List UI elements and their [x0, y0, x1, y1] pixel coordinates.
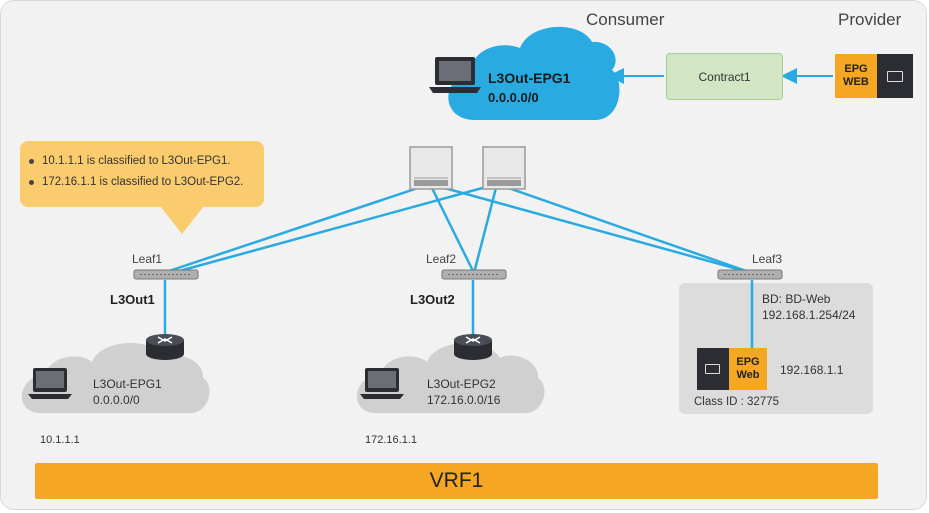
- web-epg-icon: EPG Web: [697, 348, 767, 390]
- web-epg-line2: Web: [736, 369, 760, 381]
- leaf1-label: Leaf1: [132, 252, 163, 266]
- provider-epg-line1: EPG: [844, 63, 868, 75]
- bd-subnet: 192.168.1.254/24: [762, 308, 856, 322]
- l3out-epg2-cloud: [356, 342, 545, 413]
- leaf-switch-icon: [441, 269, 507, 280]
- ext-epg1-subnet: 0.0.0.0/0: [93, 393, 140, 407]
- leaf-switch-icon: [717, 269, 783, 280]
- laptop-icon: [28, 368, 72, 399]
- provider-epg-icon: EPG WEB: [835, 54, 913, 98]
- leaf-switch-icon: [133, 269, 199, 280]
- spine-switch-icon: [482, 146, 526, 190]
- server-icon: [877, 54, 913, 98]
- host1-ip: 10.1.1.1: [40, 434, 80, 446]
- contract-label: Contract1: [698, 69, 751, 84]
- l3out2-label: L3Out2: [410, 292, 455, 307]
- router-icon: [146, 334, 184, 360]
- ext-epg1-name: L3Out-EPG1: [93, 377, 162, 391]
- bd-label: BD: BD-Web: [762, 292, 831, 306]
- vrf-bar: VRF1: [35, 463, 878, 499]
- router-icon: [454, 334, 492, 360]
- spine-switch-icon: [409, 146, 453, 190]
- consumer-epg-name: L3Out-EPG1: [488, 70, 571, 86]
- provider-epg-tag: EPG WEB: [835, 54, 877, 98]
- callout-item: 172.16.1.1 is classified to L3Out-EPG2.: [29, 172, 264, 193]
- laptop-icon: [360, 368, 404, 399]
- laptop-icon: [429, 57, 481, 93]
- web-epg-line1: EPG: [736, 356, 760, 368]
- consumer-epg-subnet: 0.0.0.0/0: [488, 90, 539, 105]
- ext-epg2-name: L3Out-EPG2: [427, 377, 496, 391]
- leaf2-label: Leaf2: [426, 252, 457, 266]
- server-icon: [697, 348, 729, 390]
- web-epg-ip: 192.168.1.1: [780, 363, 844, 377]
- provider-epg-line2: WEB: [843, 76, 869, 88]
- callout-pointer: [160, 206, 204, 234]
- leaf3-label: Leaf3: [752, 252, 783, 266]
- contract-box: Contract1: [666, 53, 783, 100]
- l3out1-label: L3Out1: [110, 292, 155, 307]
- web-epg-tag: EPG Web: [729, 348, 767, 390]
- class-id: Class ID : 32775: [694, 396, 780, 408]
- callout-item: 10.1.1.1 is classified to L3Out-EPG1.: [29, 151, 264, 172]
- consumer-heading: Consumer: [586, 10, 665, 29]
- host2-ip: 172.16.1.1: [365, 434, 417, 446]
- provider-heading: Provider: [838, 10, 902, 29]
- ext-epg2-subnet: 172.16.0.0/16: [427, 393, 501, 407]
- consumer-cloud: [448, 26, 620, 120]
- fabric-links: [162, 182, 754, 352]
- vrf-label: VRF1: [429, 469, 484, 492]
- classification-callout: 10.1.1.1 is classified to L3Out-EPG1. 17…: [20, 141, 264, 207]
